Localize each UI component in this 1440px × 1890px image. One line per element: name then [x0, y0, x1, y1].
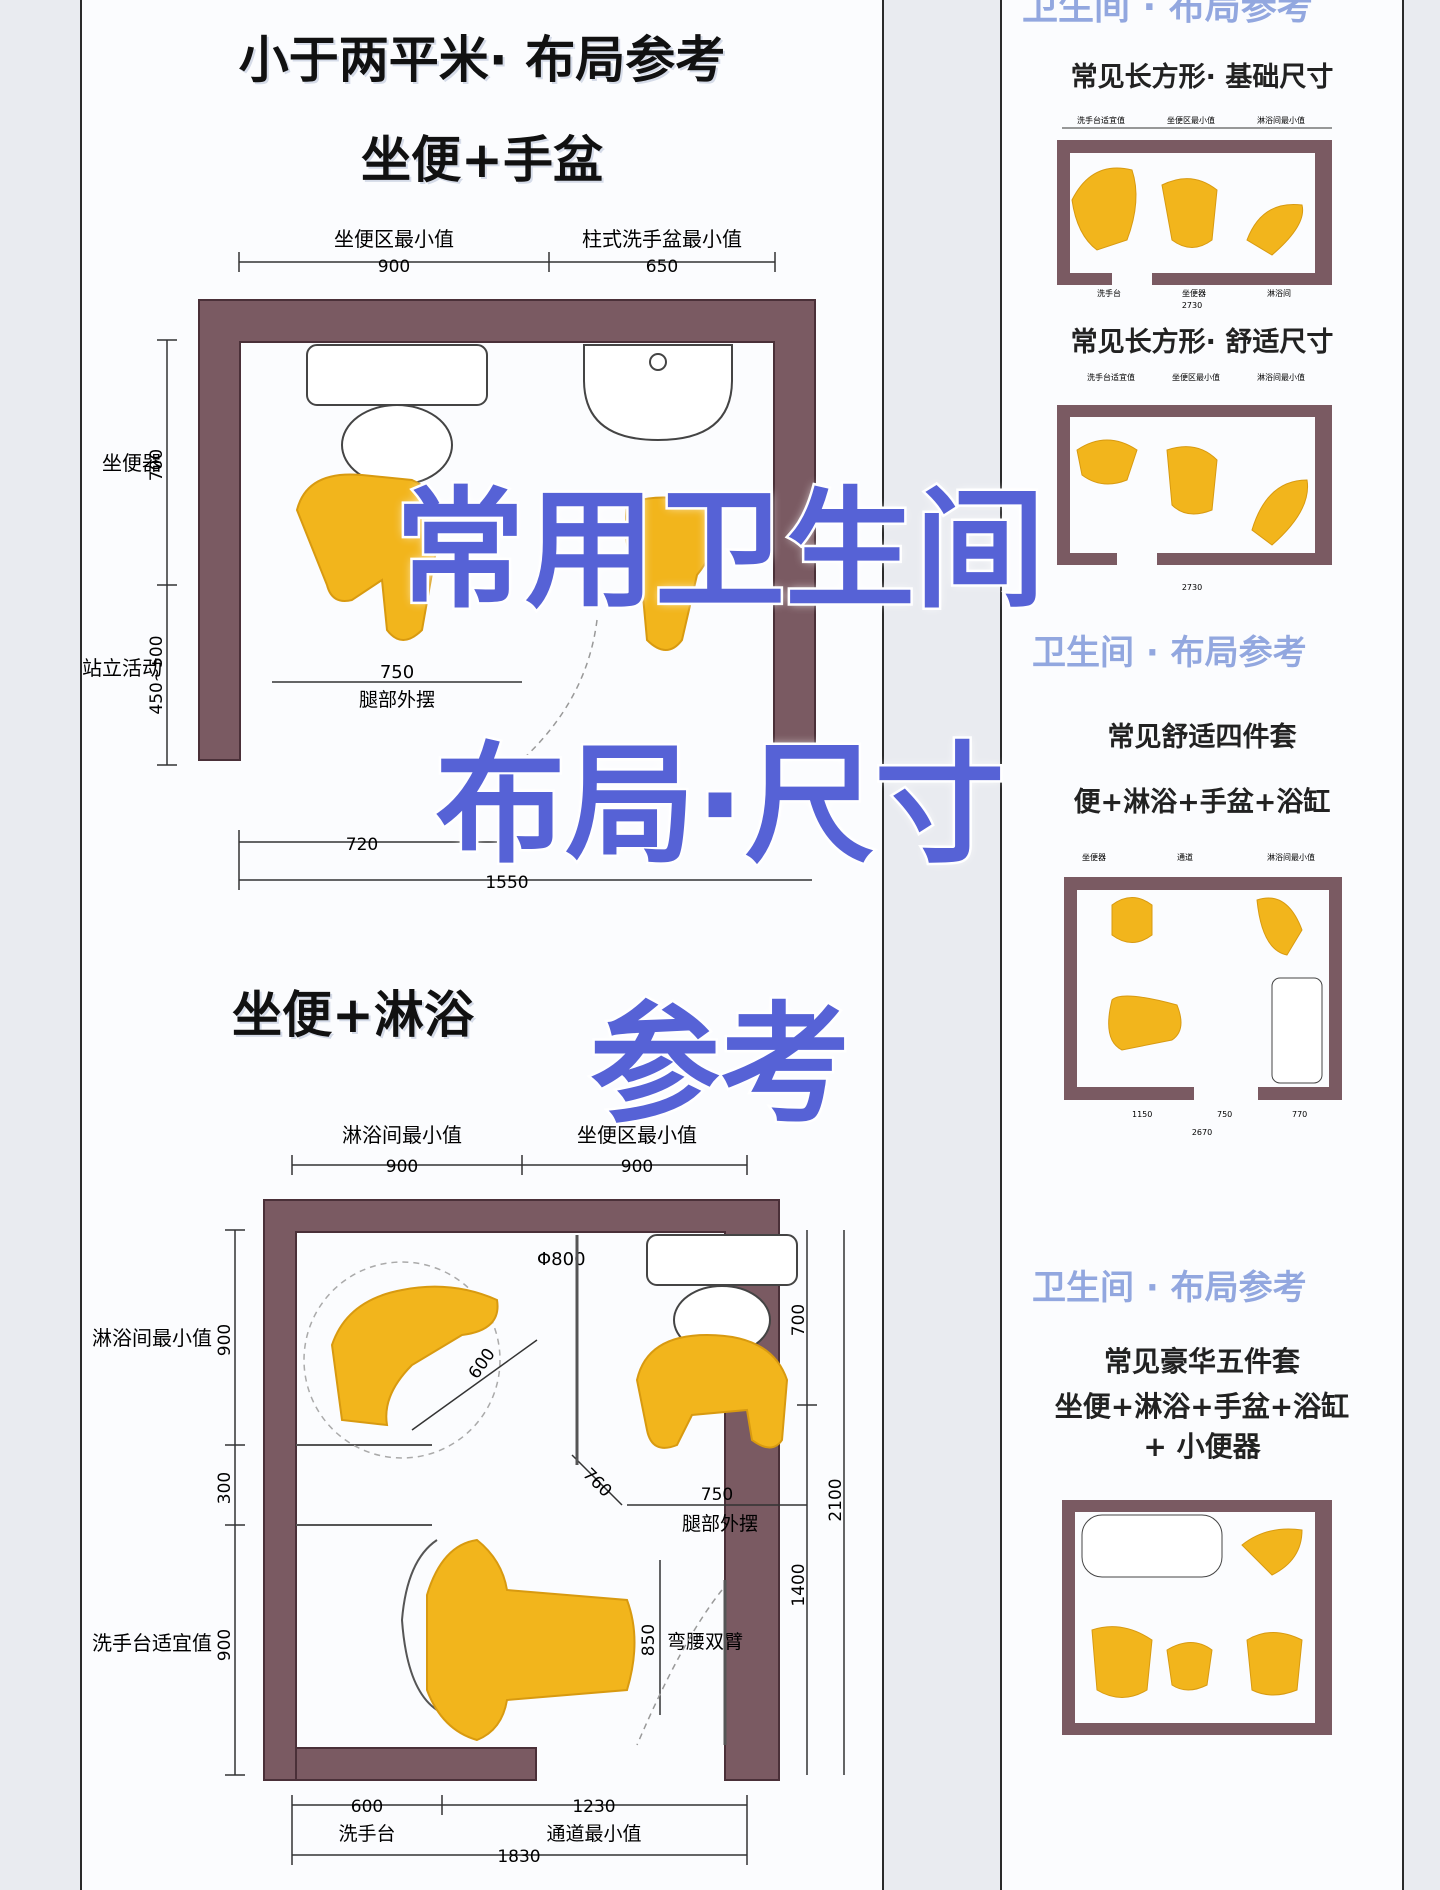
- plan1-dim-left-stand-label: 站立活动: [82, 656, 162, 680]
- card3-dim-passage: 通道: [1177, 852, 1193, 862]
- plan1-dim-toilet-value: 900: [378, 257, 410, 277]
- plan1-dim-basin-label: 柱式洗手盆最小值: [582, 227, 742, 251]
- plan1-legs-value: 750: [380, 662, 414, 683]
- card4-title: 常见豪华五件套: [1103, 1345, 1300, 1378]
- plan2-toilet: [646, 1234, 798, 1355]
- card2-plan: 洗手台适宜值 坐便区最小值 淋浴间最小值 2730: [1057, 372, 1332, 592]
- plan2-wall-bottom: [295, 1747, 537, 1781]
- card2-dim-toilet: 坐便区最小值: [1172, 372, 1220, 382]
- plan2-dim-toilet-label: 坐便区最小值: [577, 1123, 697, 1147]
- plan1-standing-figure: [625, 496, 716, 651]
- card3-bottom-770: 770: [1292, 1110, 1307, 1119]
- card2-title: 常见长方形· 舒适尺寸: [1070, 327, 1334, 358]
- plan2-dim-left-shower-label: 淋浴间最小值: [92, 1326, 212, 1350]
- plan2-dim-left-vanity-label: 洗手台适宜值: [92, 1631, 212, 1655]
- plan2-vanity-figure: [426, 1538, 636, 1742]
- card3-bottom-750: 750: [1217, 1110, 1232, 1119]
- plan1-dim-left-toilet-label: 坐便器: [102, 451, 162, 475]
- plan2-dim-right-700: 700: [789, 1304, 809, 1336]
- card1-dim-shower: 淋浴间最小值: [1257, 115, 1305, 125]
- card3-total: 2670: [1192, 1128, 1212, 1137]
- plan1-toilet: [306, 344, 488, 486]
- plan2-dim-shower-value: 900: [386, 1157, 418, 1177]
- plan1-basin: [583, 344, 733, 442]
- card4-plan: [1062, 1500, 1332, 1735]
- plan2-shower-figure: [330, 1285, 499, 1427]
- right-ghost-header-3: 卫生间 · 布局参考: [1032, 1268, 1307, 1308]
- right-ghost-header-2: 卫生间 · 布局参考: [1032, 633, 1307, 673]
- card1-label-vanity: 洗手台: [1097, 288, 1121, 298]
- card3-dim-shower: 淋浴间最小值: [1267, 852, 1315, 862]
- plan1-dim-left-stand-value: 450~500: [147, 635, 167, 714]
- plan1-door-opening: [337, 755, 567, 763]
- overlay-title-line1: 常用卫生间: [392, 472, 1047, 629]
- plan1-dimension-bottom: [238, 830, 812, 890]
- plan1-dim-toilet-label: 坐便区最小值: [334, 227, 454, 251]
- plan2-dim-right-2100: 2100: [826, 1478, 846, 1521]
- section1-subtitle: 坐便+手盆: [361, 131, 603, 189]
- card3-plan: 坐便器 通道 淋浴间最小值 1150 750 770 2670: [1064, 852, 1342, 1137]
- plan2-dimension-top: [291, 1155, 748, 1175]
- card1-dim-toilet: 坐便区最小值: [1167, 115, 1215, 125]
- plan2-bottom-600: 600: [351, 1797, 383, 1817]
- plan2-bend-value: 850: [639, 1624, 659, 1656]
- plan2-dim-left-300: 300: [215, 1472, 235, 1504]
- plan2-dim-right-1400: 1400: [789, 1563, 809, 1606]
- left-plan-drawings: 坐便区最小值 900 柱式洗手盆最小值 650 坐便器: [82, 227, 846, 1867]
- card1-dim-vanity: 洗手台适宜值: [1077, 115, 1125, 125]
- plan2-dim-left-shower-value: 900: [215, 1324, 235, 1356]
- plan1-dimension-left: [157, 339, 177, 766]
- plan2-circle-dim: Φ800: [537, 1249, 586, 1270]
- plan1-bottom-720: 720: [346, 835, 378, 855]
- right-ghost-header-1: 卫生间 · 布局参考: [1022, 0, 1313, 28]
- section2-title: 坐便+淋浴: [232, 986, 474, 1044]
- plan2-dimension-right: [797, 1230, 845, 1775]
- plan1-legs-label: 腿部外摆: [359, 689, 435, 711]
- plan2-dimension-left: [225, 1229, 245, 1776]
- card1-total: 2730: [1182, 301, 1202, 310]
- plan1-seated-figure: [295, 473, 441, 641]
- card1-label-toilet: 坐便器: [1182, 288, 1206, 298]
- card1-plan: 洗手台适宜值 坐便区最小值 淋浴间最小值 洗手台 坐便器 淋浴间 2730: [1057, 115, 1332, 310]
- plan2-toilet-figure: [635, 1333, 789, 1449]
- card3-dim-toilet: 坐便器: [1082, 852, 1106, 862]
- card1-title: 常见长方形· 基础尺寸: [1070, 62, 1334, 93]
- plan2-shower-circle: [303, 1261, 501, 1459]
- card3-title: 常见舒适四件套: [1107, 722, 1297, 753]
- plan2-diag-760: 760: [578, 1464, 615, 1501]
- card3-subtitle: 便+淋浴+手盆+浴缸: [1073, 787, 1331, 818]
- plan2-diag-600: 600: [465, 1345, 500, 1383]
- overlay-title-line2: 布局·尺寸: [433, 727, 1007, 884]
- plan2-legs-value: 750: [701, 1485, 733, 1505]
- plan1-dim-left-toilet-value: 700: [147, 449, 167, 481]
- plan2-bottom-passage-label: 通道最小值: [546, 1823, 641, 1845]
- card4-subtitle2: + 小便器: [1143, 1430, 1261, 1463]
- plan2-bottom-1830: 1830: [497, 1847, 540, 1867]
- plan2-bend-label: 弯腰双臂: [667, 1631, 743, 1653]
- plan1-wall: [198, 299, 816, 761]
- plan2-dimension-bottom: [291, 1795, 748, 1865]
- section1-title: 小于两平米· 布局参考: [238, 31, 726, 89]
- plan1-dimension-top: [238, 252, 776, 272]
- card3-bottom-1150: 1150: [1132, 1110, 1152, 1119]
- plan2-bottom-vanity-label: 洗手台: [338, 1823, 395, 1845]
- plan1-door-swing: [521, 619, 598, 761]
- overlay-title-line3: 参考: [587, 987, 852, 1144]
- card2-dim-vanity: 洗手台适宜值: [1087, 372, 1135, 382]
- right-plan-thumbnails: 洗手台适宜值 坐便区最小值 淋浴间最小值 洗手台 坐便器 淋浴间 2730 洗手…: [1057, 115, 1342, 1735]
- card4-subtitle: 坐便+淋浴+手盆+浴缸: [1054, 1390, 1350, 1423]
- card1-label-shower: 淋浴间: [1267, 288, 1291, 298]
- card2-dim-shower: 淋浴间最小值: [1257, 372, 1305, 382]
- left-diagram-panel: 小于两平米· 布局参考 坐便+手盆 坐便区最小值 900 柱式洗手盆最小值 65…: [80, 0, 884, 1890]
- plan2-dim-shower-label: 淋浴间最小值: [342, 1123, 462, 1147]
- plan2-legs-label: 腿部外摆: [682, 1513, 758, 1535]
- card2-total: 2730: [1182, 583, 1202, 592]
- plan1-dim-basin-value: 650: [646, 257, 678, 277]
- right-thumbnail-panel: 卫生间 · 布局参考 常见长方形· 基础尺寸 常见长方形· 舒适尺寸 卫生间 ·…: [1000, 0, 1404, 1890]
- plan2-dim-toilet-value: 900: [621, 1157, 653, 1177]
- plan2-dim-left-vanity-value: 900: [215, 1629, 235, 1661]
- plan2-bottom-1230: 1230: [572, 1797, 615, 1817]
- plan1-bottom-1550: 1550: [485, 873, 528, 893]
